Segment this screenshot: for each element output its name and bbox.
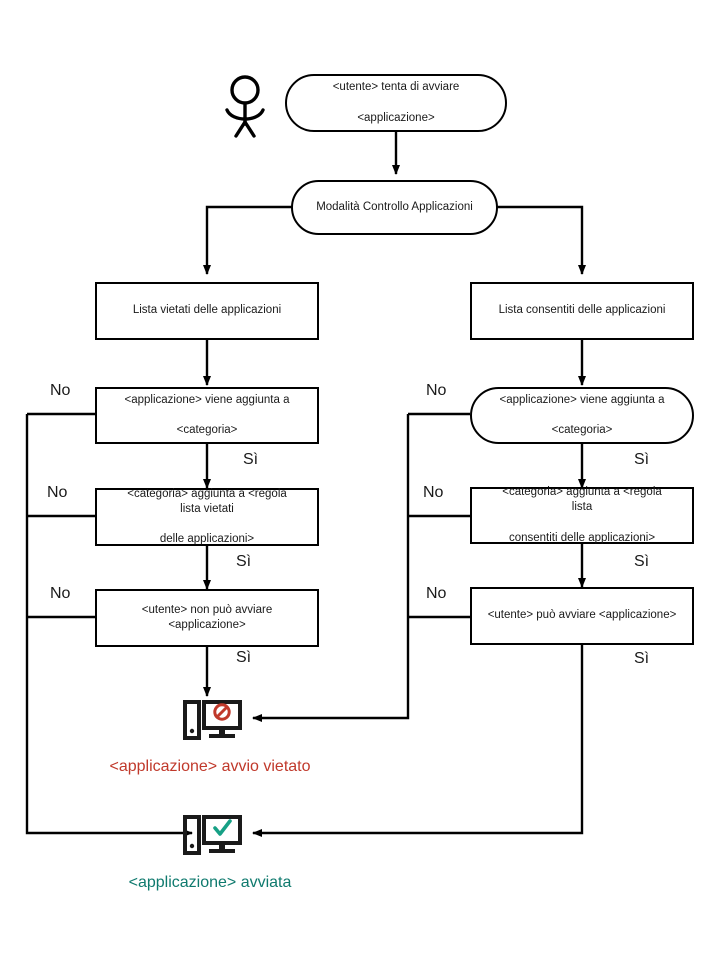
node-denylist[interactable]: Lista vietati delle applicazioni <box>95 282 319 340</box>
node-allow-result-label: <utente> può avviare <applicazione> <box>487 609 677 622</box>
node-deny-result-label: <utente> non può avviare <applicazione> <box>141 603 273 631</box>
node-deny-rule-line2: delle applicazioni> <box>159 533 255 546</box>
node-start-line2: <applicazione> <box>357 111 435 124</box>
edge-label-no-deny-result: No <box>50 585 71 602</box>
node-deny-category-line1: <applicazione> viene aggiunta a <box>124 393 290 406</box>
node-allow-rule[interactable]: <categoria> aggiunta a <regola lista con… <box>470 486 694 544</box>
node-denylist-label: Lista vietati delle applicazioni <box>132 304 282 317</box>
edge-label-no-deny-rule: No <box>47 484 68 501</box>
computer-allowed-icon <box>183 815 242 855</box>
edge-label-yes-deny-result: Sì <box>236 649 252 666</box>
outcome-caption-blocked: <applicazione> avvio vietato <box>109 758 311 775</box>
outcome-caption-started: <applicazione> avviata <box>128 874 292 891</box>
edge-label-no-allow-category: No <box>426 382 447 399</box>
node-allowlist[interactable]: Lista consentiti delle applicazioni <box>470 282 694 340</box>
node-allowlist-label: Lista consentiti delle applicazioni <box>498 304 666 317</box>
node-allow-category-line2: <categoria> <box>551 424 613 437</box>
node-start[interactable]: <utente> tenta di avviare <applicazione> <box>285 74 507 132</box>
edge-label-no-deny-category: No <box>50 382 71 399</box>
node-deny-rule[interactable]: <categoria> aggiunta a <regola lista vie… <box>95 488 319 546</box>
node-allow-category-line1: <applicazione> viene aggiunta a <box>499 393 665 406</box>
node-deny-rule-line1: <categoria> aggiunta a <regola lista vie… <box>127 487 287 515</box>
computer-blocked-icon <box>183 700 242 740</box>
node-allow-rule-line2: consentiti delle applicazioni> <box>508 531 656 544</box>
actor-user-icon <box>225 75 265 138</box>
node-allow-result[interactable]: <utente> può avviare <applicazione> <box>470 587 694 645</box>
node-deny-result[interactable]: <utente> non può avviare <applicazione> <box>95 589 319 647</box>
node-start-line1: <utente> tenta di avviare <box>332 81 460 94</box>
node-mode[interactable]: Modalità Controllo Applicazioni <box>291 180 498 235</box>
node-mode-label: Modalità Controllo Applicazioni <box>316 200 473 213</box>
edge-label-yes-deny-rule: Sì <box>236 553 252 570</box>
edge-label-no-allow-result: No <box>426 585 447 602</box>
edge-label-no-allow-rule: No <box>423 484 444 501</box>
node-allow-category[interactable]: <applicazione> viene aggiunta a <categor… <box>470 387 694 444</box>
node-deny-category[interactable]: <applicazione> viene aggiunta a <categor… <box>95 387 319 444</box>
edge-label-yes-allow-rule: Sì <box>634 553 650 570</box>
node-allow-rule-line1: <categoria> aggiunta a <regola lista <box>502 486 662 514</box>
edge-label-yes-allow-category: Sì <box>634 451 650 468</box>
edge-label-yes-allow-result: Sì <box>634 650 650 667</box>
node-deny-category-line2: <categoria> <box>176 424 238 437</box>
edge-label-yes-deny-category: Sì <box>243 451 259 468</box>
